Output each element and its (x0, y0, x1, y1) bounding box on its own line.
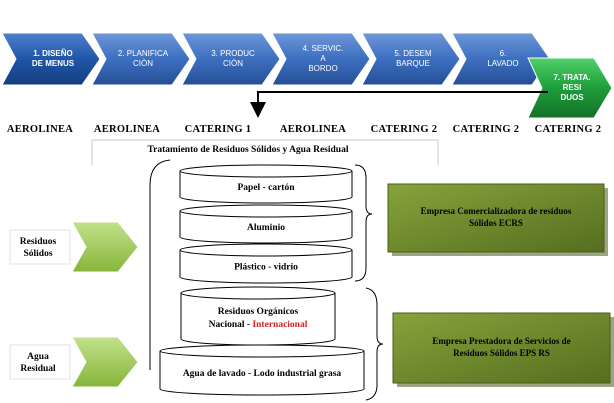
company-1-box (387, 183, 605, 253)
input-1-box (9, 229, 71, 265)
role-label-6: CATERING 2 (453, 124, 520, 135)
process-step-6-label: 6.LAVADO (487, 49, 518, 68)
role-label-4: AEROLINEA (280, 124, 346, 135)
cylinder-4-label: Residuos Orgánicos (218, 307, 299, 317)
process-step-6-chevron (451, 32, 551, 86)
process-step-7-chevron (527, 57, 613, 119)
cylinder-5: Agua de lavado - Lodo industrial grasa (159, 344, 365, 396)
role-label-2: AEROLINEA (94, 124, 160, 135)
cylinder-1: Papel - cartón (179, 164, 353, 204)
process-step-3-chevron (181, 32, 281, 86)
cylinder-3: Plástico - vidrio (179, 243, 353, 284)
section-title: Tratamiento de Residuos Sólidos y Agua R… (148, 145, 349, 155)
role-labels: AEROLINEA AEROLINEA CATERING 1 AEROLINEA CAT… (7, 124, 601, 135)
process-step-1-chevron (1, 32, 101, 86)
input-2-arrow (71, 336, 139, 388)
brace-solids (354, 164, 373, 282)
cylinder-1-label: Papel - cartón (238, 183, 296, 193)
connector-arrow (250, 91, 548, 118)
input-1-arrow (71, 221, 139, 273)
process-step-2-chevron (91, 32, 191, 86)
process-step-5-chevron (361, 32, 461, 86)
company-2-box (392, 312, 611, 384)
role-label-3: CATERING 1 (185, 124, 252, 135)
section-frame (91, 139, 439, 165)
role-label-7: CATERING 2 (535, 124, 602, 135)
cylinder-2: Aluminio (179, 204, 353, 244)
role-label-5: CATERING 2 (371, 124, 438, 135)
brace-organics (365, 287, 384, 401)
cylinder-3-label: Plástico - vidrio (234, 263, 298, 273)
group-bracket (149, 159, 171, 370)
input-2-box (9, 344, 71, 380)
cylinder-5-label: Agua de lavado - Lodo industrial grasa (183, 369, 342, 379)
cylinder-4-origin: Nacional - Internacional (209, 320, 308, 330)
role-label-1: AEROLINEA (7, 124, 73, 135)
process-step-4-chevron (271, 32, 371, 86)
cylinder-2-label: Aluminio (247, 223, 285, 233)
